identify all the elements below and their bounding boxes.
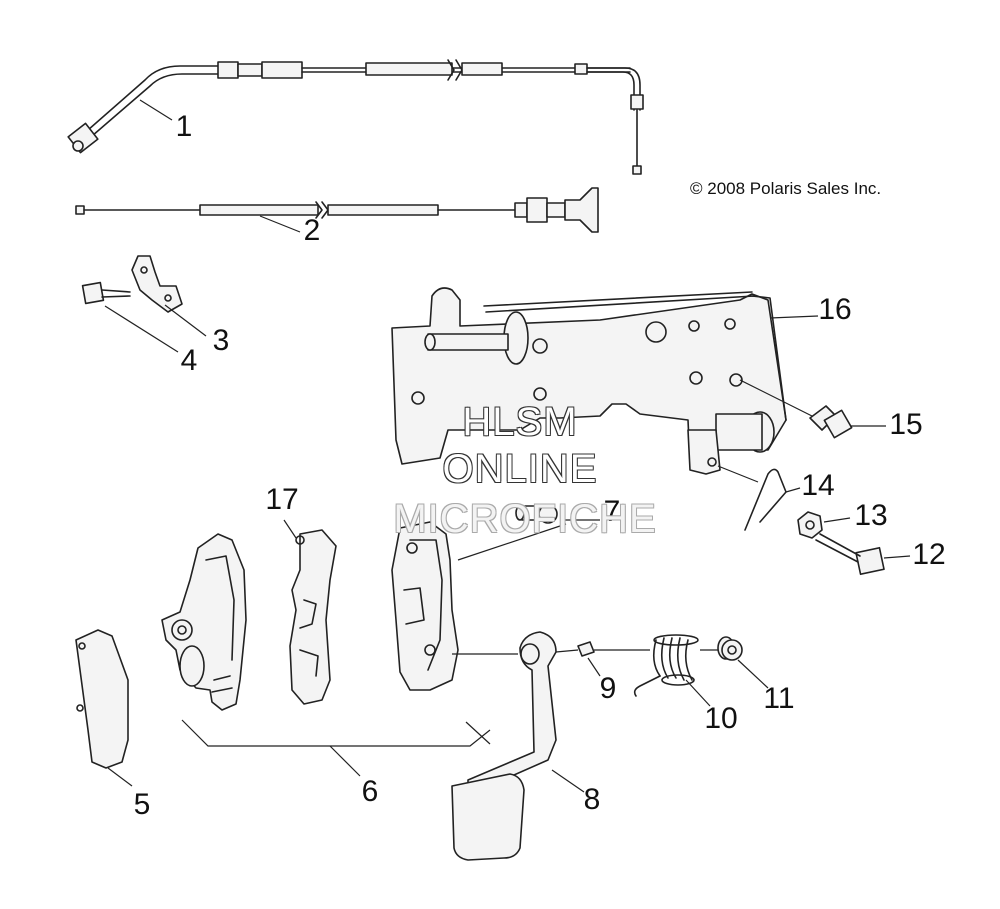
callout-3-4: 3 4 — [104, 304, 230, 377]
bolt-part-4 — [81, 281, 131, 305]
spring-part-10 — [633, 634, 699, 697]
pin-part-9 — [555, 641, 650, 657]
watermark-line-2: ONLINE — [442, 447, 598, 491]
callout-9: 9 — [587, 657, 617, 705]
callout-label-6: 6 — [362, 775, 379, 808]
pedal-bracket-part-16 — [391, 287, 787, 475]
callout-label-9: 9 — [600, 672, 617, 705]
callout-label-4: 4 — [181, 344, 198, 377]
pedal-housing-part-6 — [161, 521, 491, 747]
hairpin-clip-part-14 — [717, 465, 787, 531]
callout-label-5: 5 — [134, 788, 151, 821]
watermark-line-3: MICROFICHE — [393, 497, 657, 541]
callout-label-11: 11 — [763, 682, 794, 715]
callout-label-1: 1 — [176, 110, 193, 143]
callout-label-3: 3 — [213, 324, 230, 357]
bolt-part-12 — [815, 533, 885, 576]
bolt-part-7 — [457, 504, 600, 561]
washer-part-11 — [700, 636, 743, 661]
callout-11: 11 — [737, 659, 795, 715]
choke-cable-part-2 — [75, 187, 599, 233]
callout-6: 6 — [329, 745, 379, 808]
callout-13: 13 — [823, 499, 888, 532]
callout-14: 14 — [785, 469, 835, 502]
callout-label-7: 7 — [604, 495, 621, 528]
nut-part-13 — [797, 511, 823, 539]
callout-label-8: 8 — [584, 783, 601, 816]
callout-15: 15 — [850, 408, 923, 441]
callout-label-13: 13 — [854, 499, 887, 532]
throttle-cable-part-1 — [67, 59, 644, 175]
pedal-arm-part-8 — [451, 631, 557, 861]
callout-7: 7 — [604, 495, 621, 528]
callout-label-17: 17 — [265, 483, 298, 516]
cover-part-5 — [75, 629, 129, 769]
callout-2: 2 — [259, 214, 321, 247]
callout-12: 12 — [883, 538, 946, 571]
callout-label-2: 2 — [304, 214, 321, 247]
callout-8: 8 — [551, 769, 601, 816]
copyright-notice: © 2008 Polaris Sales Inc. — [690, 179, 882, 198]
callout-label-14: 14 — [801, 469, 834, 502]
callout-label-15: 15 — [889, 408, 922, 441]
gasket-part-17 — [289, 529, 337, 705]
watermark-line-1: HLSM — [462, 400, 578, 444]
callout-10: 10 — [685, 679, 738, 735]
callout-17: 17 — [265, 483, 299, 539]
callout-16: 16 — [769, 293, 852, 326]
callout-label-12: 12 — [912, 538, 945, 571]
bracket-part-3 — [131, 255, 183, 313]
callout-1: 1 — [139, 99, 193, 143]
callout-label-16: 16 — [818, 293, 851, 326]
callout-5: 5 — [107, 767, 151, 821]
bolt-part-15 — [739, 379, 853, 439]
callout-label-10: 10 — [704, 702, 737, 735]
